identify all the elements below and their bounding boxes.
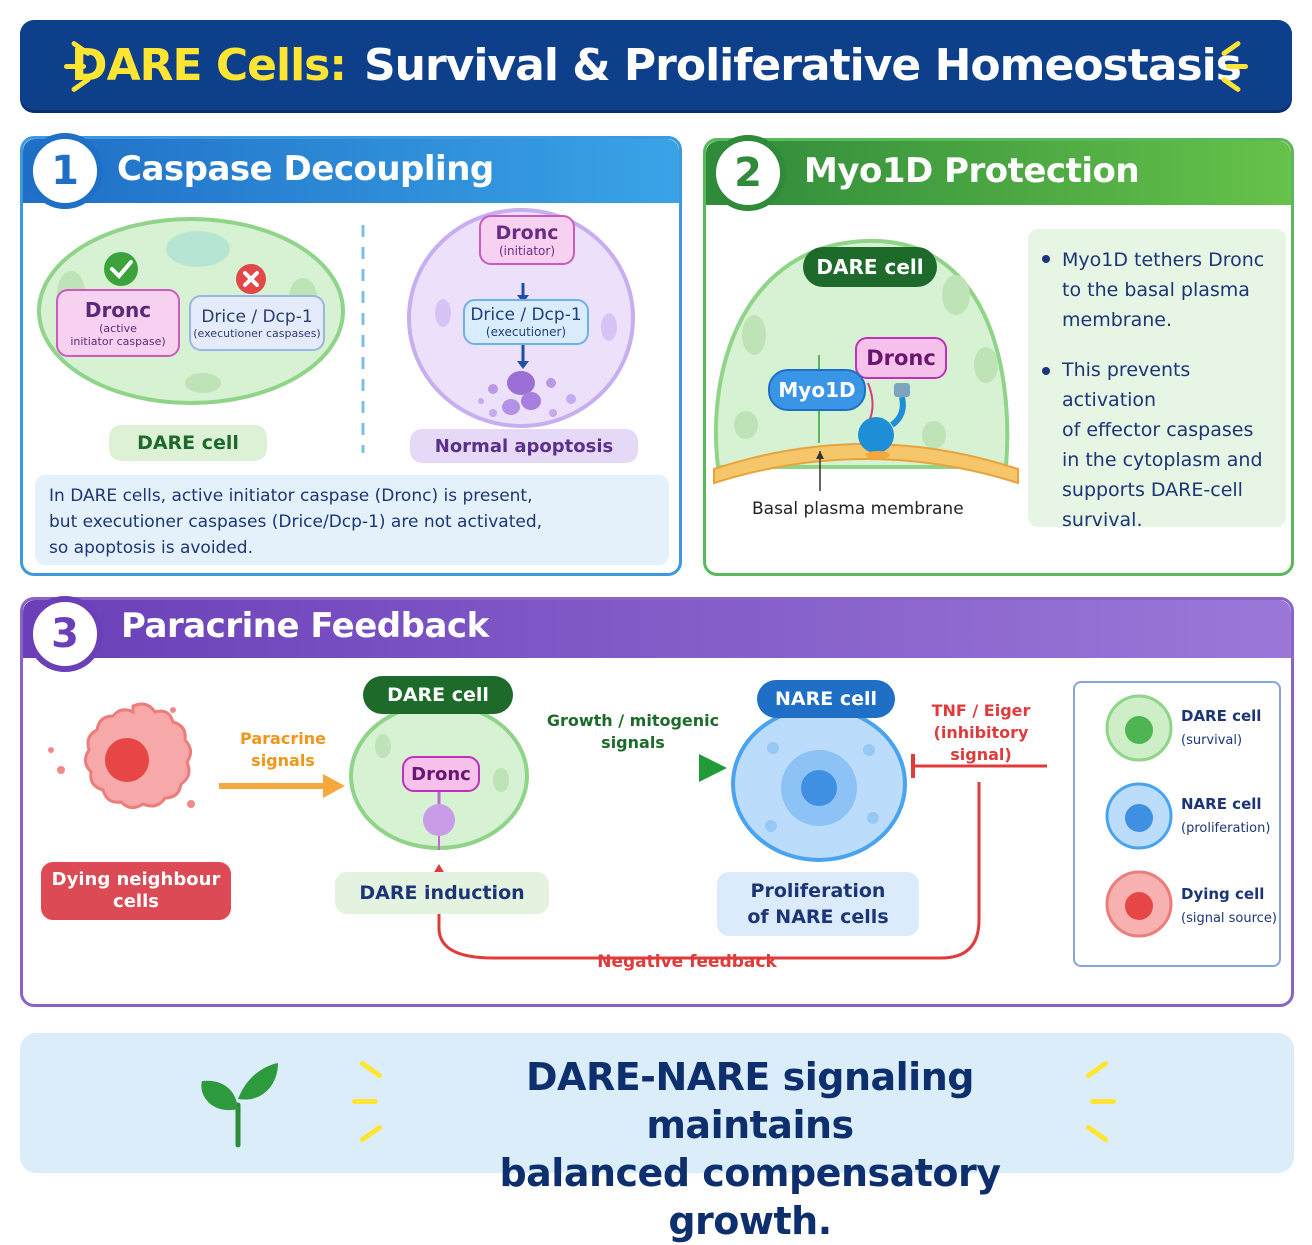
dronc-anchor xyxy=(858,417,894,453)
organelle xyxy=(166,231,230,267)
legend-dare-label: DARE cell xyxy=(1181,707,1262,725)
panel2-info-box: Myo1D tethers Dronc to the basal plasma … xyxy=(1028,229,1286,531)
check-icon xyxy=(104,252,138,286)
legend-dare-sub: (survival) xyxy=(1181,733,1243,748)
title-rest: Survival & Proliferative Homeostasis xyxy=(363,39,1242,91)
panel2-number: 2 xyxy=(710,135,786,211)
sparkle-icon xyxy=(1090,1099,1116,1104)
dronc-sub: (active initiator caspase) xyxy=(70,322,166,348)
title-highlight: DARE Cells: xyxy=(71,39,347,91)
dying-cells-label: Dying neighbour cells xyxy=(41,862,231,920)
footer-banner: DARE-NARE signaling maintains balanced c… xyxy=(20,1033,1294,1243)
dronc-badge: Dronc xyxy=(402,756,480,792)
panel3-title: Paracrine Feedback xyxy=(121,606,489,646)
sparkle-icon xyxy=(352,1099,378,1104)
dare-cell-label: DARE cell xyxy=(363,676,513,714)
normal-apoptosis-label: Normal apoptosis xyxy=(410,429,638,463)
apoptotic-fragment xyxy=(507,371,535,395)
bullet-1: Myo1D tethers Dronc to the basal plasma … xyxy=(1062,249,1265,331)
negative-feedback-label: Negative feedback xyxy=(597,952,777,972)
panel3-header xyxy=(23,600,1291,658)
membrane-label: Basal plasma membrane xyxy=(752,499,964,519)
legend-box: DARE cell (survival) NARE cell (prolifer… xyxy=(1073,681,1281,967)
apop-drice-badge: Drice / Dcp-1 (executioner) xyxy=(463,299,589,345)
panel3-illustration xyxy=(48,694,1173,960)
dare-cell-label: DARE cell xyxy=(109,425,267,461)
sparkle-icon xyxy=(1226,64,1248,69)
panel1-note: In DARE cells, active initiator caspase … xyxy=(35,475,669,565)
tnf-label: TNF / Eiger (inhibitory signal) xyxy=(931,701,1031,764)
apop-drice-label: Drice / Dcp-1 xyxy=(470,305,582,325)
panel3-number: 3 xyxy=(27,596,103,672)
panel1-header xyxy=(23,139,679,203)
footer-line2: balanced compensatory growth. xyxy=(499,1151,1001,1243)
apop-drice-sub: (executioner) xyxy=(485,325,567,339)
dronc-label: Dronc xyxy=(84,298,152,322)
bullet-icon xyxy=(1042,255,1050,263)
dare-induction-label: DARE induction xyxy=(335,872,549,914)
panel1-title: Caspase Decoupling xyxy=(117,149,494,189)
bullet-icon xyxy=(1042,367,1050,375)
legend-nare-label: NARE cell xyxy=(1181,795,1262,813)
apop-dronc-label: Dronc xyxy=(495,222,559,244)
proliferation-label: Proliferation of NARE cells xyxy=(717,872,919,936)
dronc-anchor xyxy=(423,804,455,836)
sparkle-icon xyxy=(1084,1059,1110,1080)
sparkle-icon xyxy=(358,1123,384,1144)
legend-dying-sub: (signal source) xyxy=(1181,911,1277,926)
bullet-2: This prevents activation of effector cas… xyxy=(1062,359,1263,531)
negative-feedback-arrow xyxy=(437,782,981,960)
footer-rest: signaling maintains xyxy=(646,1055,974,1147)
drice-inactive-badge: Drice / Dcp-1 (executioner caspases) xyxy=(189,295,325,351)
footer-bold: DARE-NARE xyxy=(526,1055,770,1099)
sprout-icon xyxy=(201,1063,278,1148)
nare-cell-label: NARE cell xyxy=(757,680,895,718)
apop-dronc-badge: Dronc (initiator) xyxy=(479,215,575,265)
panel-paracrine-feedback: 3 Paracrine Feedback xyxy=(20,596,1294,1007)
dronc-active-badge: Dronc (active initiator caspase) xyxy=(56,289,180,357)
organelle xyxy=(185,373,221,393)
basal-membrane xyxy=(713,443,1019,485)
panel1-number: 1 xyxy=(27,133,103,209)
panel2-header xyxy=(706,141,1291,205)
sparkle-icon xyxy=(358,1059,384,1080)
drice-label: Drice / Dcp-1 xyxy=(201,306,313,327)
panel-myo1d-protection: 2 Myo1D Protection DARE cell Dronc Myo1D… xyxy=(703,135,1294,576)
paracrine-label: Paracrine signals xyxy=(240,729,326,770)
dronc-badge: Dronc xyxy=(855,337,947,379)
sparkle-icon xyxy=(64,64,86,69)
drice-sub: (executioner caspases) xyxy=(193,326,321,340)
footer-text: DARE-NARE signaling maintains balanced c… xyxy=(440,1053,1060,1245)
myo1d-badge: Myo1D xyxy=(768,369,866,411)
apop-dronc-sub: (initiator) xyxy=(498,244,555,258)
dare-cell-label: DARE cell xyxy=(803,247,937,287)
sparkle-icon xyxy=(1084,1123,1110,1144)
panel2-title: Myo1D Protection xyxy=(804,151,1140,191)
growth-label: Growth / mitogenic signals xyxy=(546,711,720,752)
legend-dying-label: Dying cell xyxy=(1181,885,1265,903)
title-banner: DARE Cells: Survival & Proliferative Hom… xyxy=(20,20,1292,110)
page-title: DARE Cells: Survival & Proliferative Hom… xyxy=(20,20,1292,110)
dying-cell-nucleus xyxy=(105,738,149,782)
panel-caspase-decoupling: 1 Caspase Decoupling Dr xyxy=(20,133,682,576)
legend-nare-sub: (proliferation) xyxy=(1181,821,1271,836)
